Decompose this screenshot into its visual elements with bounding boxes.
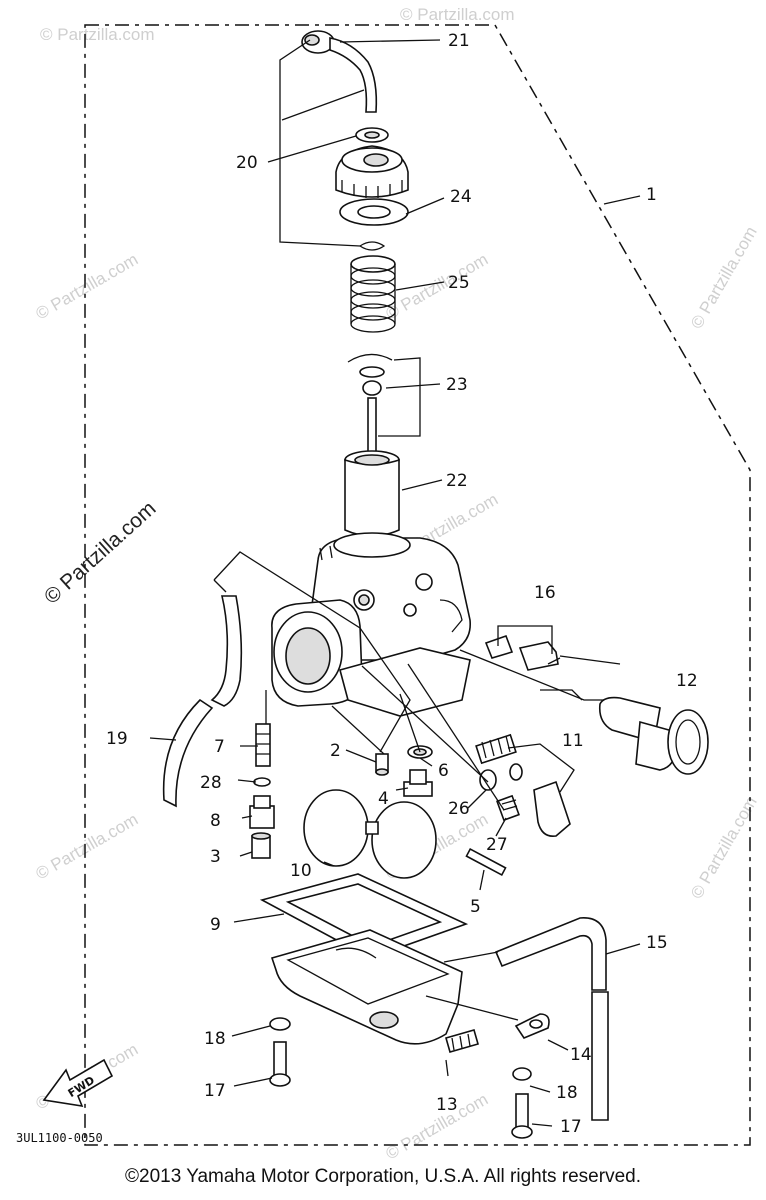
watermark: © Partzilla.com	[383, 250, 492, 324]
clip	[359, 241, 386, 251]
callout-22: 22	[446, 471, 468, 491]
gasket-24	[339, 198, 409, 226]
callout-23: 23	[446, 375, 468, 395]
callout-12: 12	[676, 671, 698, 691]
callout-20: 20	[236, 153, 258, 173]
callout-3: 3	[210, 847, 221, 867]
callout-13: 13	[436, 1095, 458, 1115]
callout-6: 6	[438, 761, 449, 781]
watermark: © Partzilla.com	[40, 25, 155, 44]
jet-26	[479, 769, 497, 791]
callout-16: 16	[534, 583, 556, 603]
callout-19: 19	[106, 729, 128, 749]
cable-adjuster-21	[301, 30, 378, 113]
watermark: © Partzilla.com	[33, 810, 142, 884]
throttle-valve-22	[344, 450, 400, 537]
bracket-14	[514, 1013, 550, 1039]
throttle-stop-screw-11	[475, 733, 571, 838]
overflow-hose-19	[162, 595, 243, 808]
callout-10: 10	[290, 861, 312, 881]
float-chamber	[270, 929, 463, 1045]
washer-18-left	[269, 1017, 291, 1031]
screw-17-right	[511, 1093, 533, 1139]
callout-28: 28	[200, 773, 222, 793]
carburetor-body	[271, 532, 472, 717]
callout-25: 25	[448, 273, 470, 293]
watermark: © Partzilla.com	[400, 5, 515, 24]
fwd-arrow-icon: FWD	[42, 1058, 114, 1108]
main-jet-3	[251, 832, 271, 859]
callout-14: 14	[570, 1045, 592, 1065]
callout-18-right: 18	[556, 1083, 578, 1103]
washer-20	[355, 127, 389, 143]
pilot-jet-2	[375, 753, 389, 776]
valve-seat-4	[403, 769, 433, 797]
callout-17-right: 17	[560, 1117, 582, 1137]
callout-9: 9	[210, 915, 221, 935]
callout-4: 4	[378, 789, 389, 809]
leader-lines	[149, 39, 641, 1127]
callout-24: 24	[450, 187, 472, 207]
callout-2: 2	[330, 741, 341, 761]
watermark: © Partzilla.com	[33, 250, 142, 324]
part-number-labels: 21 20 24 1 25 23 22 16 12 11 19 7 2 6 28…	[106, 31, 698, 1137]
main-jet-holder-8	[249, 795, 275, 829]
callout-1: 1	[646, 185, 657, 205]
drain-screw-13	[445, 1029, 479, 1053]
watermark: © Partzilla.com	[687, 223, 761, 332]
float-10	[303, 789, 437, 879]
callout-18-left: 18	[204, 1029, 226, 1049]
starter-plunger-12	[598, 696, 709, 775]
callout-26: 26	[448, 799, 470, 819]
copyright-notice: ©2013 Yamaha Motor Corporation, U.S.A. A…	[125, 1166, 641, 1187]
screw-27	[496, 794, 520, 822]
screw-17-left	[269, 1041, 291, 1087]
callout-21: 21	[448, 31, 470, 51]
washer-18-right	[512, 1067, 532, 1081]
mixing-chamber-cap	[335, 145, 409, 198]
callout-27: 27	[486, 835, 508, 855]
callout-17-left: 17	[204, 1081, 226, 1101]
needle-clip-23	[347, 353, 393, 457]
hose-15	[494, 917, 609, 1121]
assembly-boundary	[84, 24, 751, 1146]
pilot-screw-16	[484, 634, 559, 671]
callout-8: 8	[210, 811, 221, 831]
callout-15: 15	[646, 933, 668, 953]
float-pin-5	[465, 847, 507, 877]
callout-5: 5	[470, 897, 481, 917]
needle-jet-7	[255, 723, 271, 767]
throttle-spring-25	[350, 255, 396, 333]
watermark-main: © Partzilla.com	[40, 497, 161, 609]
gasket-9	[259, 873, 469, 959]
callout-7: 7	[214, 737, 225, 757]
drawing-code: 3UL1100-0050	[16, 1131, 103, 1145]
o-ring-28	[253, 777, 271, 787]
callout-11: 11	[562, 731, 584, 751]
